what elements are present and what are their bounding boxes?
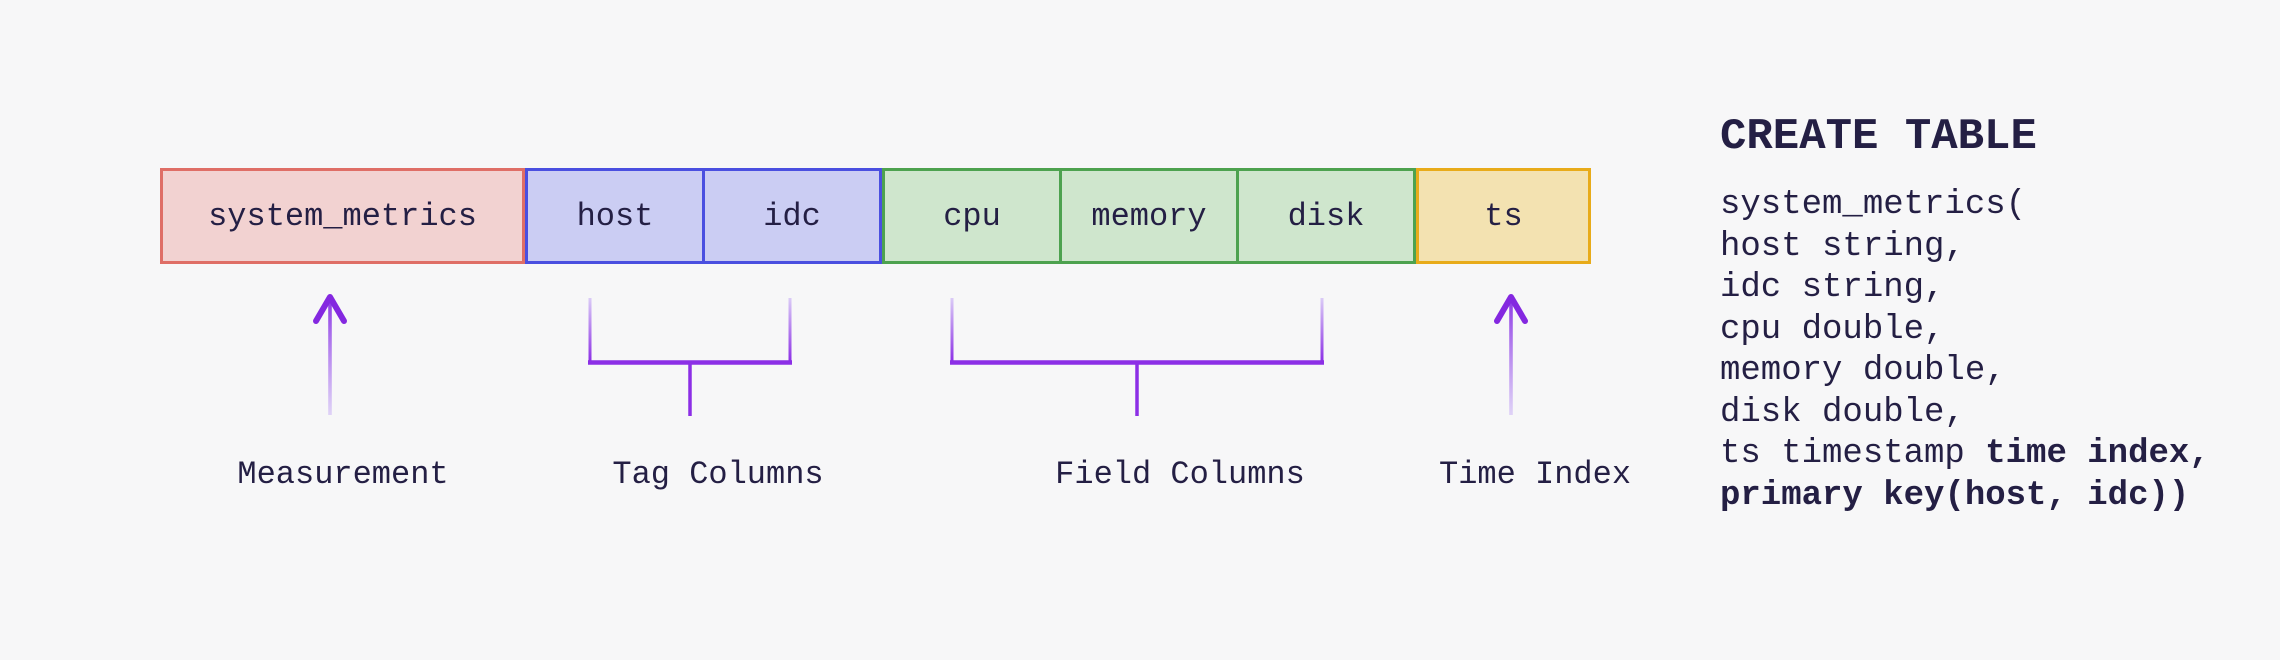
field-column-cell: cpu [882, 168, 1062, 264]
sql-line: idc string, [1720, 268, 2210, 310]
field-columns-label: Field Columns [1055, 456, 1305, 493]
tag-column-cell: idc [702, 168, 882, 264]
measurement-box-label: system_metrics [208, 197, 477, 235]
sql-segment: time index, [1985, 435, 2210, 473]
measurement-arrow-icon [313, 294, 347, 415]
sql-line: cpu double, [1720, 310, 2210, 352]
sql-line: host string, [1720, 227, 2210, 269]
sql-segment: idc string, [1720, 269, 1945, 307]
measurement-box: system_metrics [160, 168, 525, 264]
time-index-label: Time Index [1438, 456, 1632, 493]
time-index-arrow-icon [1494, 294, 1528, 415]
sql-line: memory double, [1720, 351, 2210, 393]
sql-line: disk double, [1720, 393, 2210, 435]
time-index-box: ts [1416, 168, 1591, 264]
sql-line: primary key(host, idc)) [1720, 476, 2210, 518]
sql-segment: host string, [1720, 227, 1965, 266]
tag-columns-bracket [588, 298, 792, 416]
measurement-label: Measurement [237, 456, 449, 493]
field-columns-bracket [950, 298, 1324, 416]
sql-segment: disk double, [1720, 393, 1965, 432]
sql-title: CREATE TABLE [1720, 112, 2037, 162]
sql-segment: ts timestamp [1720, 435, 1986, 473]
sql-block: CREATE TABLE system_metrics(host string,… [1720, 115, 2210, 517]
sql-lines: system_metrics(host string,idc string,cp… [1720, 185, 2210, 517]
field-column-cell: memory [1059, 168, 1239, 264]
sql-line: ts timestamp time index, [1720, 434, 2210, 476]
sql-segment: system_metrics( [1720, 186, 2027, 224]
tag-column-cell: host [525, 168, 705, 264]
sql-segment: cpu double, [1720, 310, 1945, 349]
sql-segment: primary key(host, idc)) [1720, 476, 2190, 515]
tag-columns-label: Tag Columns [612, 456, 824, 493]
field-column-cell: disk [1236, 168, 1416, 264]
sql-segment: memory double, [1720, 352, 2006, 390]
time-index-box-label: ts [1484, 197, 1523, 235]
sql-line: system_metrics( [1720, 185, 2210, 227]
